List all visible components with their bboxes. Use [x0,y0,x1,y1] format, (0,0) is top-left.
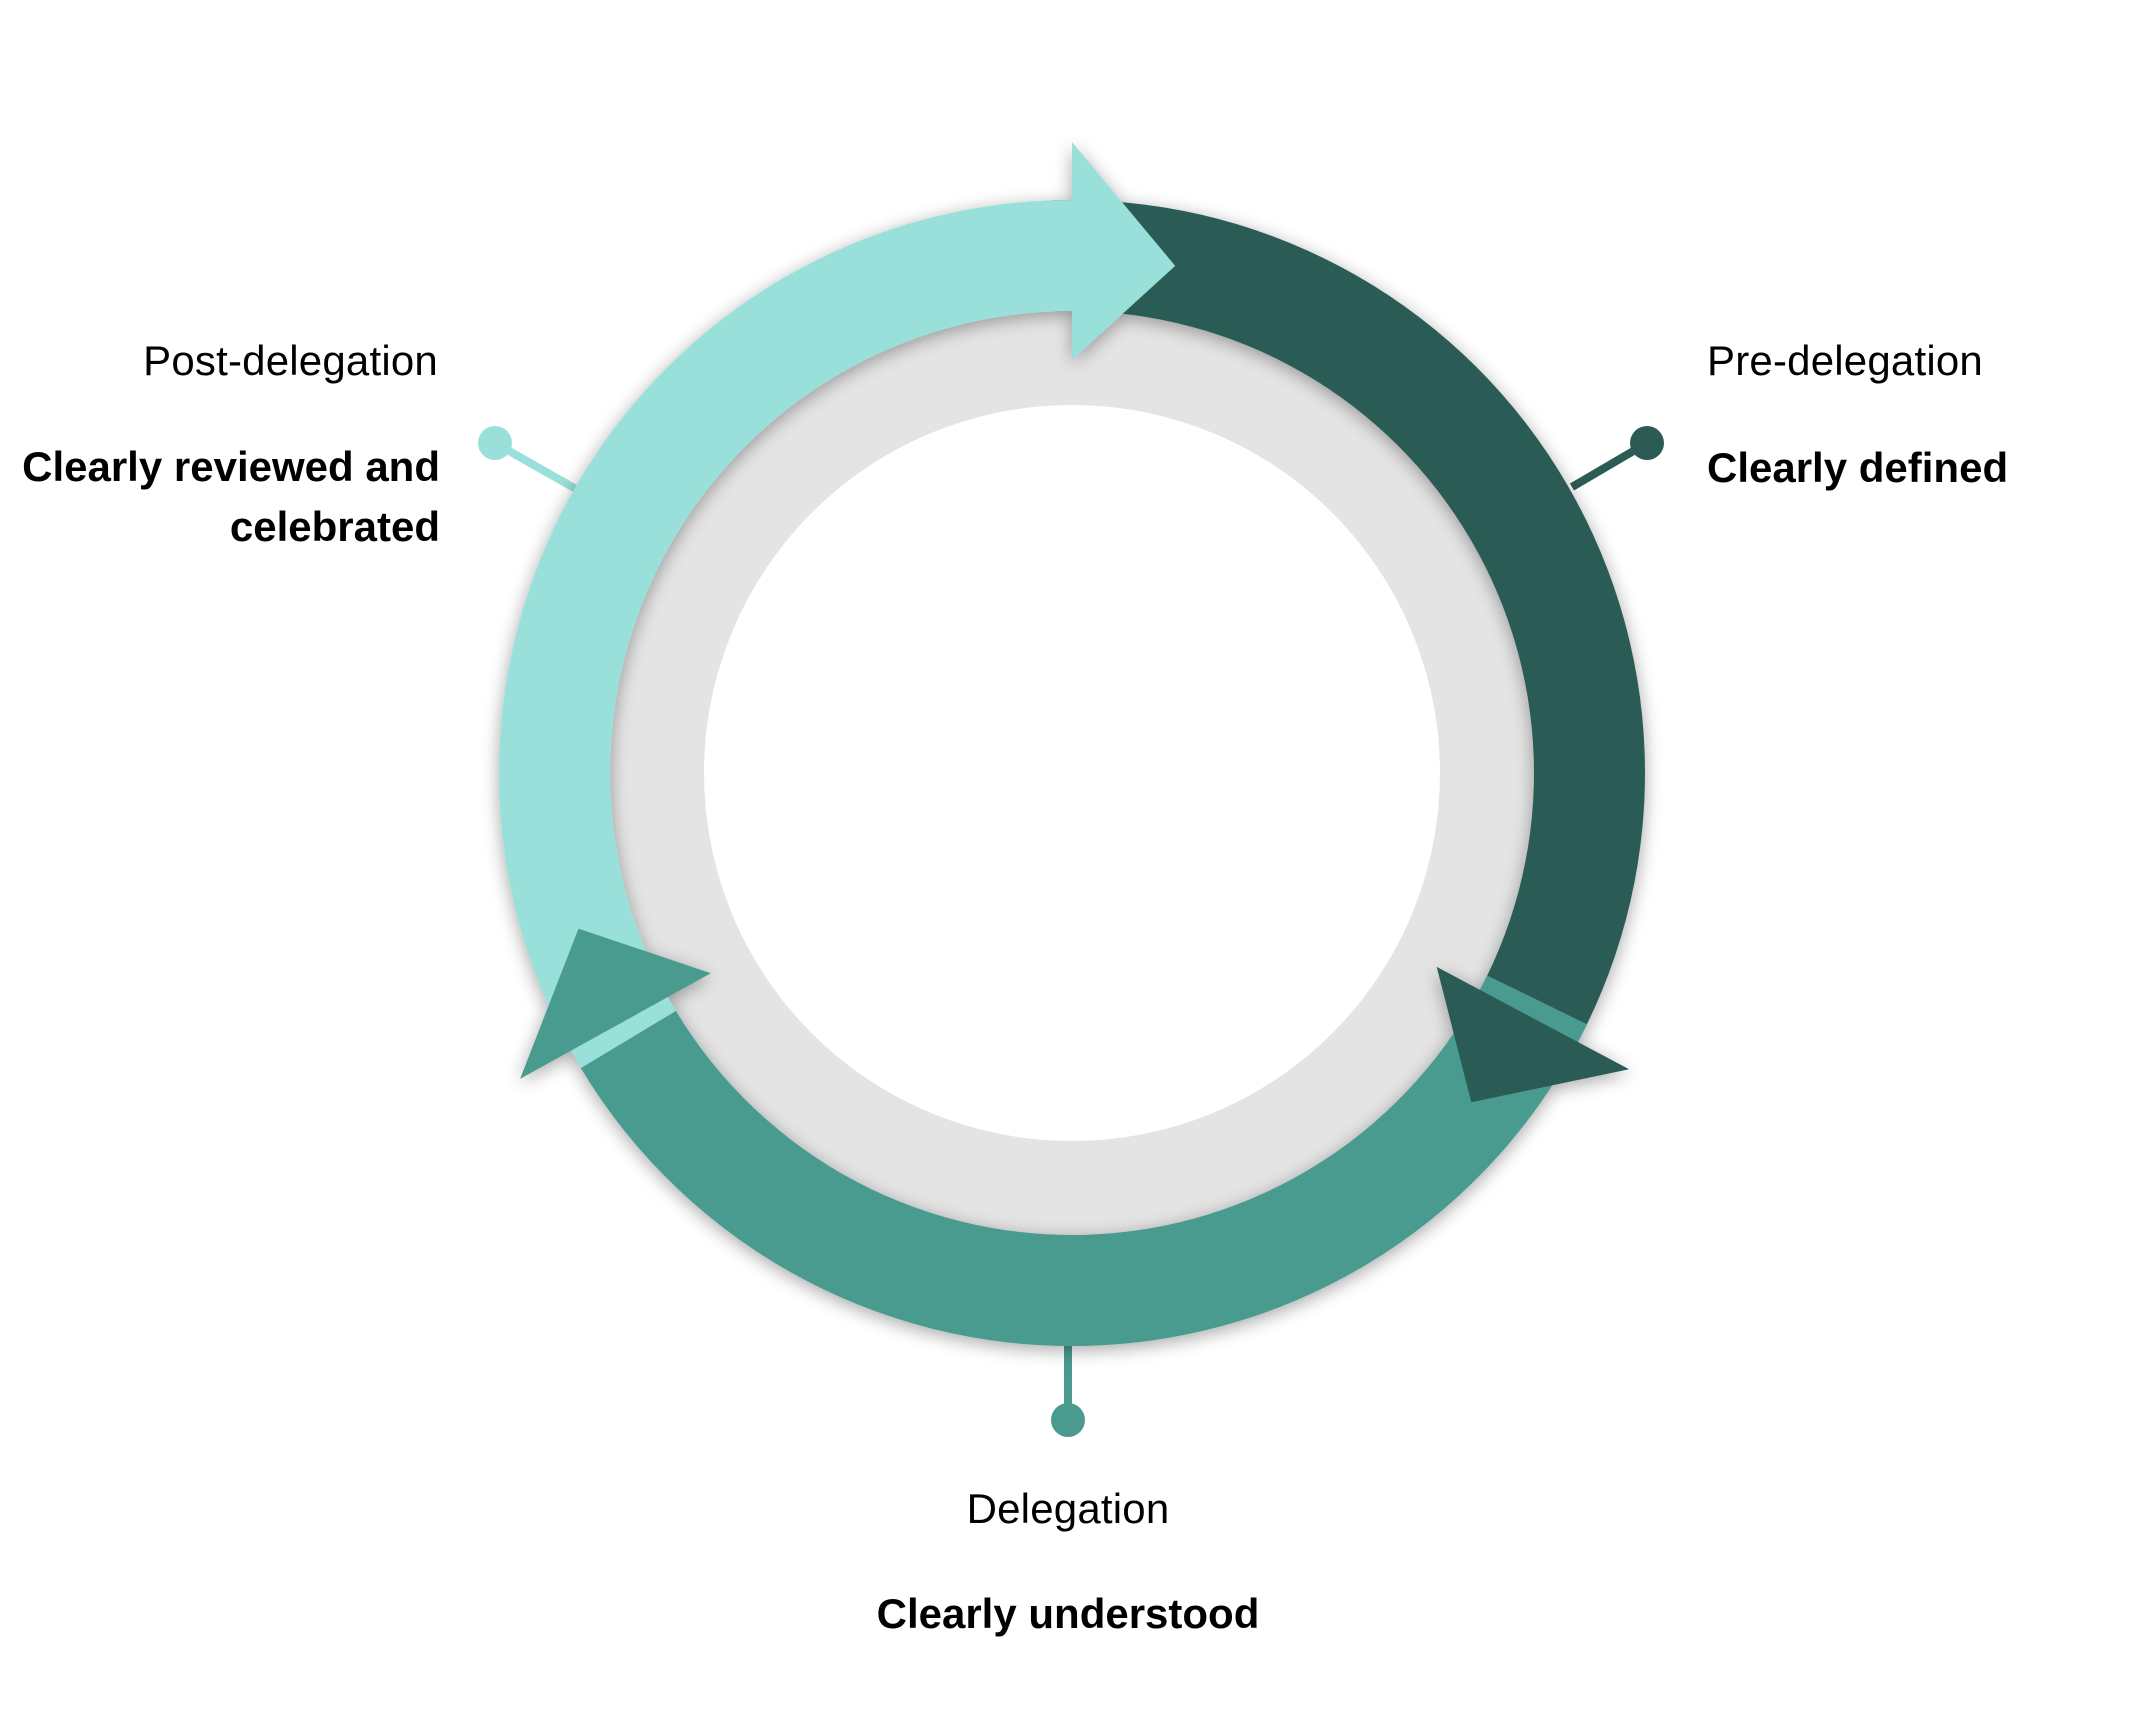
post-delegation-connector-dot [478,426,512,460]
delegation-arrowhead [520,928,711,1079]
delegation-label: Delegation [966,1485,1170,1532]
delegation-arc [570,975,1587,1347]
delegation-connector-dot [1051,1403,1085,1437]
post-delegation-description-line-1: Clearly reviewed and [22,443,440,490]
post-delegation-description-line-2: celebrated [229,503,440,550]
pre-delegation-arc [1052,199,1645,1042]
pre-delegation-connector-dot [1630,426,1664,460]
center-circle [704,405,1440,1141]
delegation-description: Clearly understood [876,1590,1260,1637]
post-delegation-description: Clearly reviewed and celebrated [0,437,440,557]
pre-delegation-description: Clearly defined [1707,444,2009,491]
pre-delegation-label: Pre-delegation [1707,337,1983,384]
post-delegation-arrowhead [1072,142,1176,360]
post-delegation-label: Post-delegation [143,337,438,384]
post-delegation-arc [498,199,1072,1069]
pre-delegation-arrowhead [1436,966,1630,1103]
